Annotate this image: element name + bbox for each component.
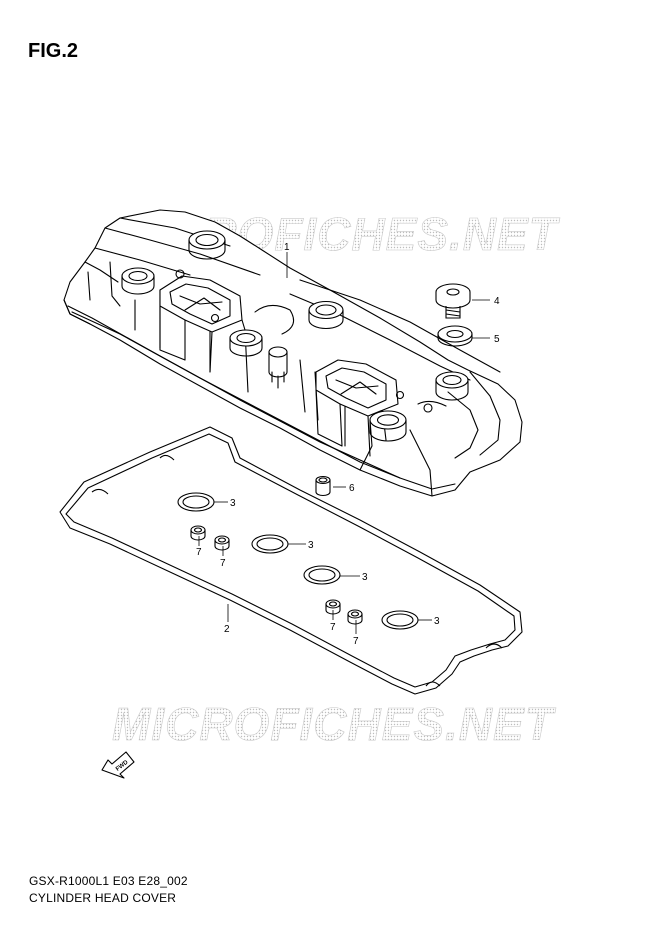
fwd-arrow-icon: FWD [101,751,135,779]
dowel-pin [315,475,331,497]
callout-7d: 7 [353,636,359,647]
callout-6: 6 [349,483,355,494]
callout-7a: 7 [196,547,202,558]
callout-3d: 3 [434,616,440,627]
callout-7b: 7 [220,558,226,569]
callout-5: 5 [494,334,500,345]
callout-1: 1 [284,242,290,253]
washer [437,325,473,347]
bolt [435,283,471,319]
figure-title: FIG.2 [28,40,79,62]
callout-3b: 3 [308,540,314,551]
callout-4: 4 [494,296,500,307]
watermark-bottom: MICROFICHES.NET [112,698,557,750]
diagram-code: GSX-R1000L1 E03 E28_002 [29,874,188,888]
callout-3a: 3 [230,498,236,509]
callout-labels: 1 4 5 6 3 3 3 3 2 7 7 7 7 [196,242,500,647]
cylinder-head-cover-gasket [59,426,523,695]
callout-2: 2 [224,624,230,635]
callout-7c: 7 [330,622,336,633]
leader-lines [198,252,490,634]
cylinder-head-cover [63,209,523,497]
diagram-name: CYLINDER HEAD COVER [29,891,177,905]
callout-3c: 3 [362,572,368,583]
